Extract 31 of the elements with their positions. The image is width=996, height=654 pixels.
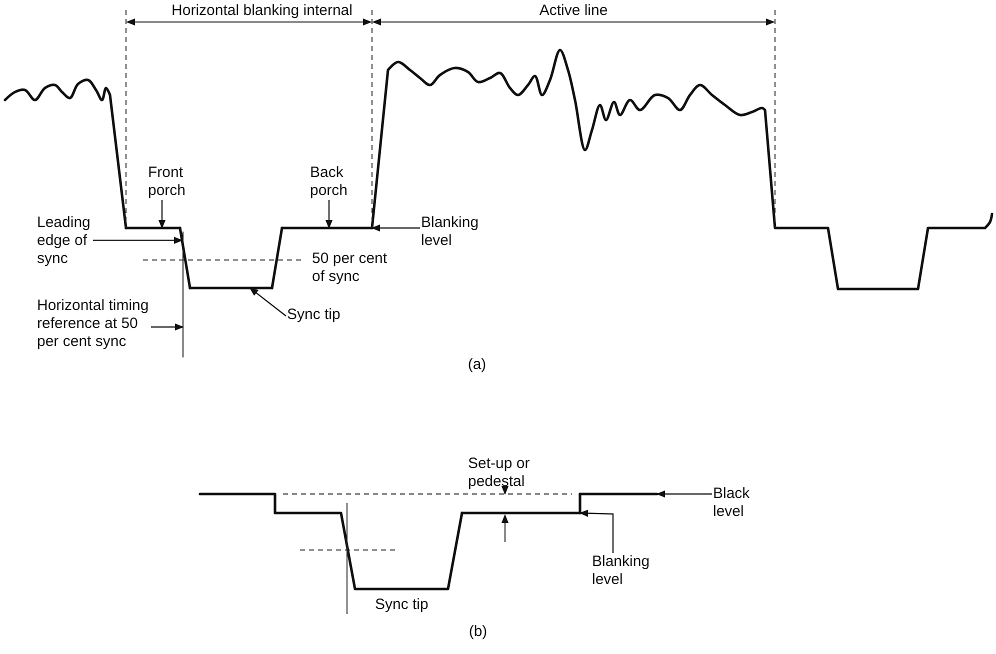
timing-reference-line bbox=[182, 232, 184, 358]
leader-arrow bbox=[151, 323, 184, 331]
annotation: 50 per cent of sync bbox=[312, 250, 388, 286]
leader-arrow bbox=[93, 236, 183, 244]
callout-label: Leading edge of sync bbox=[37, 214, 92, 268]
leader-arrow bbox=[325, 200, 333, 229]
dimension-label: Horizontal blanking internal bbox=[170, 2, 354, 20]
callout-label: Sync tip bbox=[287, 306, 342, 324]
waveform-segment bbox=[578, 492, 658, 496]
annotation: Sync tip bbox=[375, 596, 428, 614]
leader-arrow bbox=[158, 200, 166, 229]
waveform-segment bbox=[460, 512, 582, 514]
callout-label: Back porch bbox=[310, 164, 349, 200]
dimension-label: Active line bbox=[538, 2, 609, 20]
callout-label: Front porch bbox=[148, 164, 187, 200]
leader-arrow bbox=[656, 490, 712, 498]
callout-label: Blanking level bbox=[592, 553, 651, 589]
callout-label: Black level bbox=[713, 485, 751, 521]
leader-arrow bbox=[579, 510, 614, 553]
leader-arrow bbox=[371, 224, 420, 232]
leader-arrow bbox=[501, 486, 509, 495]
leader-arrow bbox=[249, 287, 286, 316]
waveform-segment bbox=[178, 226, 192, 290]
panel-label: (a) bbox=[466, 356, 488, 374]
callout-label: Horizontal timing reference at 50 per cent sync bbox=[37, 297, 150, 351]
waveform-segment bbox=[280, 226, 374, 230]
waveform-segment bbox=[124, 226, 182, 230]
panel-label: (b) bbox=[468, 623, 488, 641]
waveform-segment bbox=[188, 286, 274, 290]
callout-label: Set-up or pedestal bbox=[468, 455, 531, 491]
callout-label: Blanking level bbox=[421, 214, 480, 250]
